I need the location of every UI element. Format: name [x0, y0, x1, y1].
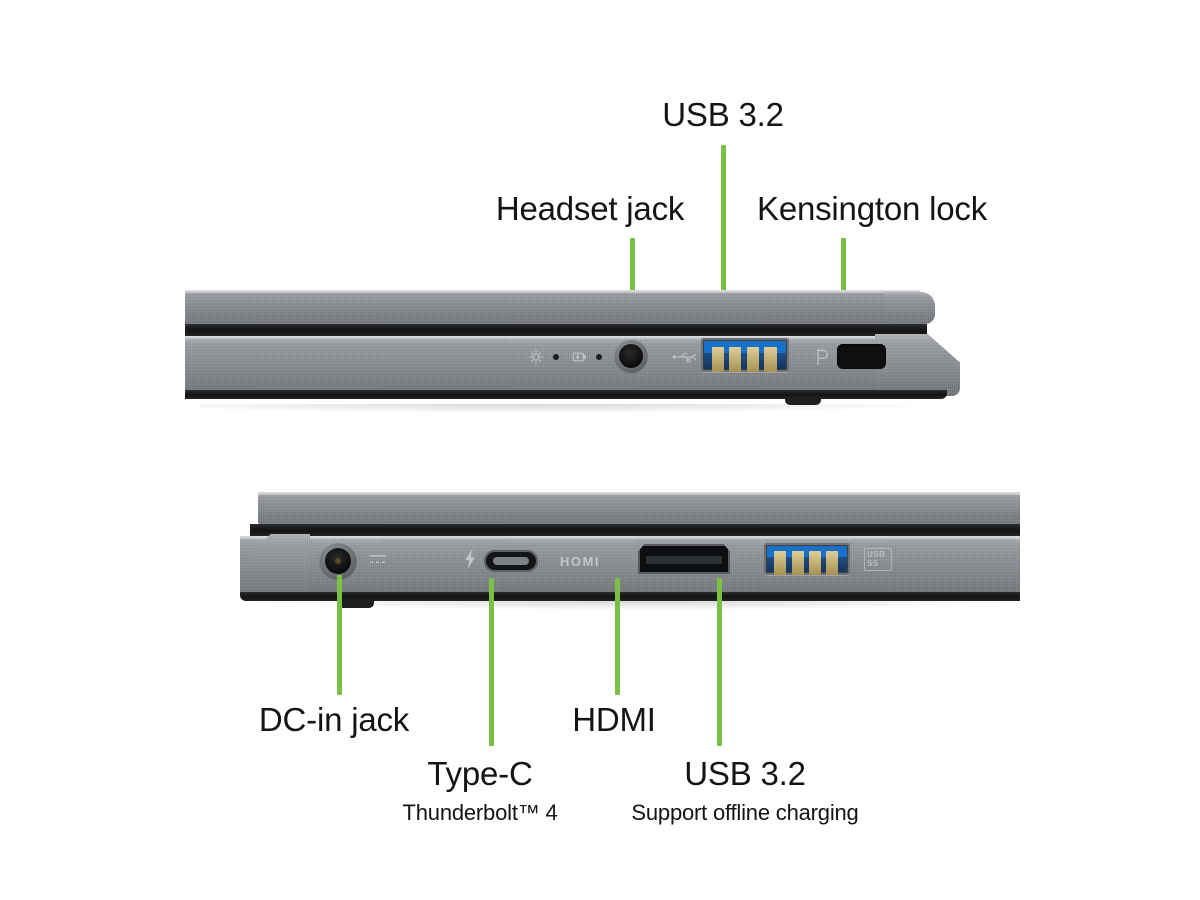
lock-icon: [817, 349, 829, 365]
battery-led: [596, 354, 602, 360]
laptop-lid-2: [258, 492, 1020, 524]
base-bottom-edge-2: [240, 592, 1020, 601]
callout-label-kensington-lock: Kensington lock: [757, 190, 987, 227]
rubber-foot-bottom: [338, 599, 374, 608]
dc-in-port[interactable]: [319, 542, 357, 580]
battery-indicator-icon: [572, 352, 586, 362]
laptop-top-view: [185, 290, 960, 410]
lid-base-gap-2: [250, 524, 1020, 536]
laptop-base: [185, 336, 915, 394]
lid-base-gap: [185, 324, 927, 336]
callout-label-usb32-top: USB 3.2: [662, 96, 784, 133]
laptop-base-2: [240, 536, 1020, 596]
usb-superspeed-logo: USB SS: [864, 548, 892, 571]
thunderbolt-icon: [465, 549, 475, 569]
callout-sublabel-type-c: Thunderbolt™ 4: [402, 800, 558, 825]
laptop-lid-cap: [885, 292, 935, 324]
callout-label-dc-in-jack: DC-in jack: [258, 701, 410, 738]
laptop-bottom-shadow: [250, 601, 1020, 610]
usb-trident-icon: [672, 353, 697, 363]
power-indicator-icon: [529, 350, 543, 364]
laptop-bottom-view: HOMI USB SS: [240, 492, 1020, 612]
leader-line-usb32-bottom: [717, 578, 722, 746]
rubber-foot-top: [785, 397, 821, 405]
callout-label-headset-jack: Headset jack: [495, 190, 685, 227]
kensington-slot[interactable]: [837, 344, 886, 369]
laptop-lid: [185, 290, 920, 324]
leader-line-dc-in-jack: [337, 575, 342, 695]
base-bottom-edge: [185, 390, 947, 399]
usb-a-port-bottom[interactable]: [764, 543, 850, 575]
callout-label-usb32-bottom: USB 3.2: [684, 755, 806, 792]
leader-line-type-c: [489, 578, 494, 746]
callout-sublabel-usb32-bottom: Support offline charging: [631, 800, 859, 825]
leader-line-usb32-top: [721, 145, 726, 360]
callout-label-type-c: Type-C: [427, 755, 533, 792]
headset-jack-port[interactable]: [614, 339, 648, 373]
hdmi-wordmark: HOMI: [560, 554, 600, 569]
dc-polarity-icon: [370, 555, 386, 563]
usb-ss-line1: USB: [867, 550, 886, 559]
power-led: [553, 354, 559, 360]
usb-a-port-top[interactable]: [701, 338, 789, 372]
leader-line-hdmi: [615, 578, 620, 695]
laptop-hinge-right: [875, 334, 960, 396]
usb-c-port[interactable]: [484, 550, 538, 572]
laptop-top-shadow: [200, 404, 940, 413]
usb-ss-line2: SS: [867, 559, 879, 568]
callout-label-hdmi: HDMI: [572, 701, 656, 738]
hdmi-port[interactable]: [638, 544, 730, 574]
